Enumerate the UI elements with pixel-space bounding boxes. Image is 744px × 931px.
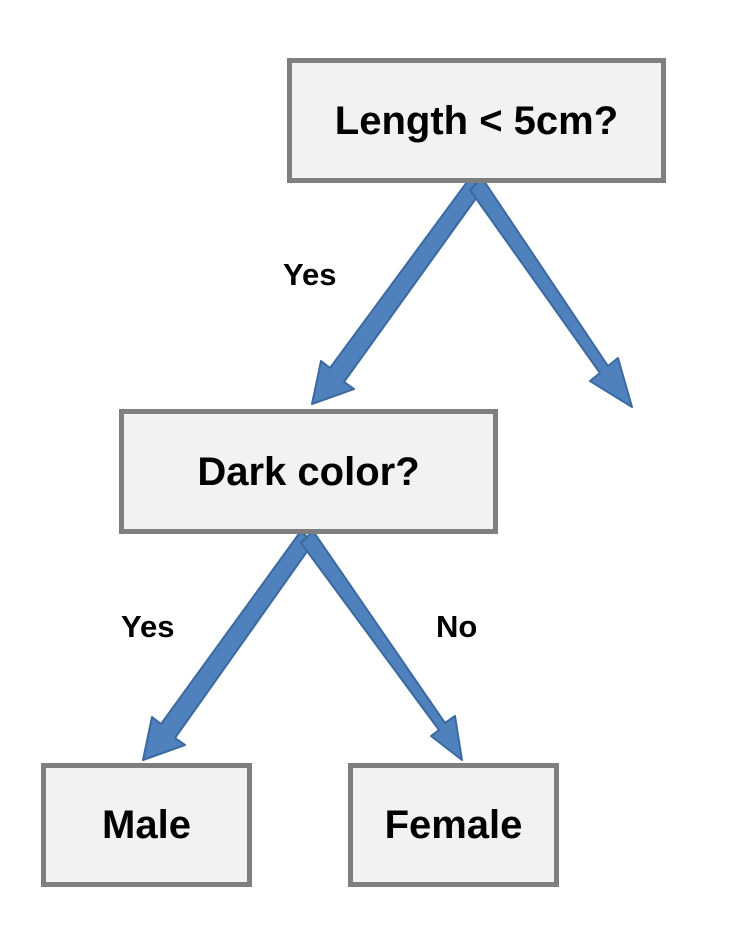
arrow-root-to-dark-color [311, 177, 483, 405]
dark-color-question-node: Dark color? [119, 409, 498, 534]
male-leaf-label: Male [102, 803, 191, 847]
root-question-label: Length < 5cm? [334, 98, 619, 143]
dark-color-question-label: Dark color? [197, 449, 420, 494]
female-leaf-node: Female [348, 763, 559, 887]
female-leaf-label: Female [384, 803, 523, 847]
arrow-root-to-right-branch [469, 177, 633, 408]
arrow-dark-color-to-female [300, 530, 463, 761]
edge-label-dark-color-yes: Yes [121, 609, 175, 644]
root-question-node: Length < 5cm? [287, 58, 666, 183]
edge-label-root-yes: Yes [283, 257, 337, 292]
edge-label-dark-color-no: No [436, 609, 478, 644]
male-leaf-node: Male [41, 763, 252, 887]
arrow-dark-color-to-male [142, 530, 314, 761]
